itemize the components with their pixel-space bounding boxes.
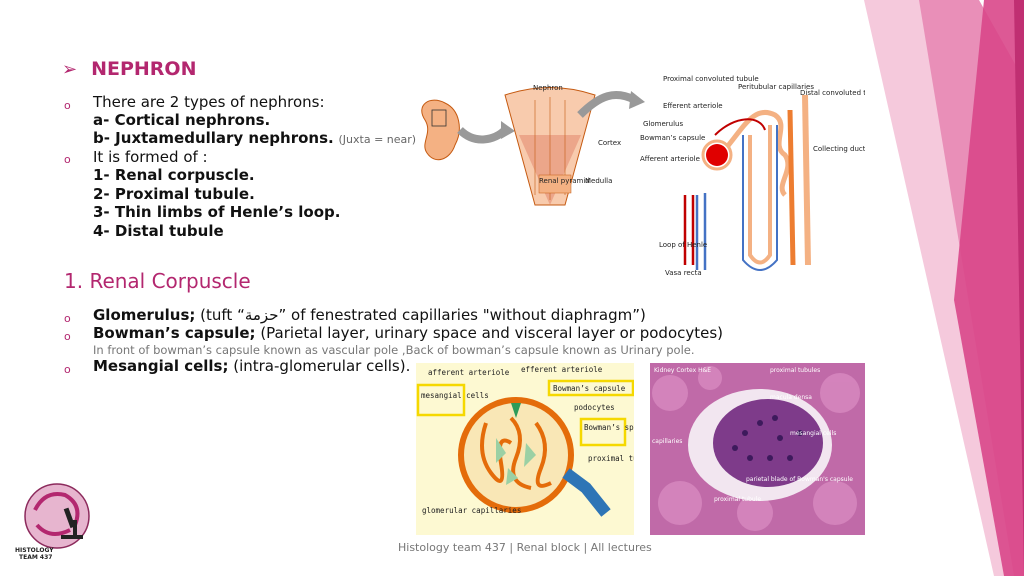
- label-proximal-tubule: proximal tubule: [588, 454, 634, 463]
- corpuscle-line: Bowman’s capsule; (Parietal layer, urina…: [93, 324, 723, 342]
- label-renal-pyramid: Renal pyramid: [539, 177, 590, 185]
- label-nephron: Nephron: [533, 84, 563, 92]
- label-cortex: Cortex: [598, 139, 621, 147]
- label-kidney-cortex: Kidney Cortex H&E: [654, 367, 711, 374]
- mesangial-term: Mesangial cells;: [93, 357, 229, 375]
- logo-line2: TEAM 437: [19, 554, 52, 561]
- label-bowmans-capsule: Bowman’s capsule: [553, 384, 626, 393]
- glomerulus-term: Glomerulus;: [93, 306, 196, 324]
- label-distal-convoluted-tubule: Distal convoluted tubule: [800, 89, 865, 97]
- label-bowmans-capsule: Bowman’s capsule: [640, 134, 705, 142]
- label-glomerular-capillaries: glomerular capillaries: [422, 506, 521, 515]
- pole-note: In front of bowman’s capsule known as va…: [93, 343, 695, 357]
- intro-line: a- Cortical nephrons.: [93, 111, 271, 129]
- arrow-bullet-icon: ➢: [62, 58, 78, 80]
- intro-line: b- Juxtamedullary nephrons. (Juxta = nea…: [93, 129, 416, 147]
- nephron-diagram: Nephron Cortex Renal pyramid Medulla Pro…: [421, 75, 865, 277]
- label-afferent-arteriole: Afferent arteriole: [640, 155, 700, 163]
- label-peritubular-capillaries: Peritubular capillaries: [738, 83, 814, 91]
- corpuscle-line: Mesangial cells; (intra-glomerular cells…: [93, 357, 410, 375]
- circle-bullet-icon: o: [64, 330, 71, 343]
- circle-bullet-icon: o: [64, 153, 71, 166]
- label-proximal-convoluted-tubule: Proximal convoluted tubule: [663, 75, 759, 83]
- label-proximal-tubule: proximal tubule: [714, 496, 761, 503]
- bowman-desc: (Parietal layer, urinary space and visce…: [255, 324, 724, 342]
- label-mesangial-cells: mesangial cells: [421, 391, 489, 400]
- kidney-icon: [421, 99, 460, 161]
- juxtamedullary-text: b- Juxtamedullary nephrons.: [93, 129, 334, 147]
- section-title: 1. Renal Corpuscle: [64, 269, 251, 293]
- corpuscle-line: Glomerulus; (tuft “حزمة” of fenestrated …: [93, 306, 646, 324]
- label-efferent-arteriole: Efferent arteriole: [663, 102, 723, 110]
- bowman-term: Bowman’s capsule;: [93, 324, 256, 342]
- intro-line: 1- Renal corpuscle.: [93, 166, 255, 184]
- renal-pyramid-wedge: [504, 87, 596, 206]
- logo-line1: HISTOLOGY: [15, 547, 54, 554]
- label-podocytes: podocytes: [574, 403, 615, 412]
- mesangial-desc: (intra-glomerular cells).: [228, 357, 411, 375]
- circle-bullet-icon: o: [64, 363, 71, 376]
- label-glomerulus: Glomerulus: [643, 120, 683, 128]
- label-proximal-tubules: proximal tubules: [770, 367, 820, 374]
- label-afferent-arteriole: afferent arteriole: [428, 368, 510, 377]
- label-macula-densa: macula densa: [770, 394, 812, 401]
- title-row: ➢ NEPHRON: [62, 58, 196, 80]
- nephron-detail: [683, 94, 811, 271]
- glomerulus-desc: (tuft “حزمة” of fenestrated capillaries …: [195, 306, 646, 324]
- label-efferent-arteriole: efferent arteriole: [521, 365, 603, 374]
- histology-team-logo: HISTOLOGY TEAM 437: [15, 483, 90, 561]
- label-bowmans-space: Bowman’s space: [584, 423, 634, 432]
- footer-text: Histology team 437 | Renal block | All l…: [398, 541, 652, 554]
- glomerular-tufts: [480, 403, 552, 490]
- intro-line: There are 2 types of nephrons:: [93, 93, 325, 111]
- microscope-icon: [61, 507, 83, 539]
- label-medulla: Medulla: [585, 177, 612, 185]
- label-vasa-recta: Vasa recta: [665, 269, 702, 277]
- label-parietal-blade: parietal blade of Bowman's capsule: [746, 476, 853, 483]
- label-mesangial-cells: mesangial cells: [790, 430, 836, 437]
- renal-corpuscle-diagram: afferent arteriole efferent arteriole me…: [416, 363, 634, 535]
- label-capillaries: capillaries: [652, 438, 682, 445]
- label-loop-of-henle: Loop of Henle: [659, 241, 707, 249]
- circle-bullet-icon: o: [64, 99, 71, 112]
- intro-line: 2- Proximal tubule.: [93, 185, 255, 203]
- intro-line: 4- Distal tubule: [93, 222, 224, 240]
- juxta-note: (Juxta = near): [338, 133, 417, 146]
- page-title: NEPHRON: [91, 58, 197, 80]
- intro-line: 3- Thin limbs of Henle’s loop.: [93, 203, 341, 221]
- intro-line: It is formed of :: [93, 148, 208, 166]
- kidney-cortex-micrograph: Kidney Cortex H&E proximal tubules macul…: [650, 363, 865, 535]
- circle-bullet-icon: o: [64, 312, 71, 325]
- label-collecting-duct: Collecting duct: [813, 145, 865, 153]
- decorative-side-panel: [864, 0, 1024, 576]
